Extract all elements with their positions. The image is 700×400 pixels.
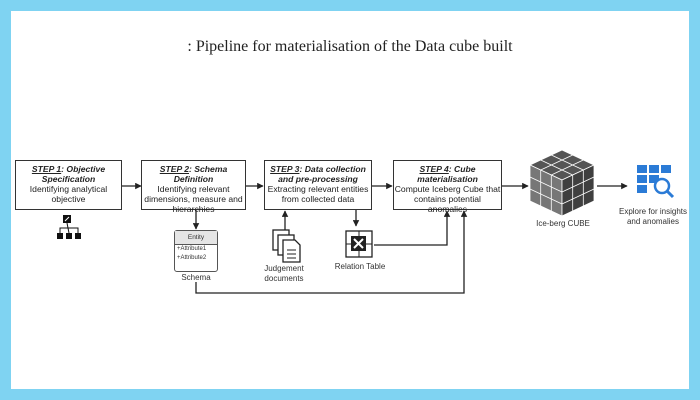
step3-number: STEP 3 xyxy=(270,164,300,174)
step1-title: : Objective Specification xyxy=(41,164,106,184)
step4-box: STEP 4: Cube materialisation Compute Ice… xyxy=(393,160,502,214)
entity-attribute-1: +Attribute1 xyxy=(177,246,207,252)
entity-diagram-icon: Entity +Attribute1 +Attribute2 xyxy=(174,230,218,272)
step2-box: STEP 2: Schema Definition Identifying re… xyxy=(141,160,246,214)
step3-desc: Extracting relevant entities from collec… xyxy=(267,184,369,204)
step2-desc: Identifying relevant dimensions, measure… xyxy=(144,184,243,214)
arrow-schema-step4 xyxy=(195,210,468,294)
entity-attribute-2: +Attribute2 xyxy=(177,255,207,261)
step1-box: STEP 1: Objective Specification Identify… xyxy=(15,160,122,210)
judgement-documents-label: Judgement documents xyxy=(264,264,304,283)
arrow-relation-step4 xyxy=(374,210,451,246)
relation-table-label: Relation Table xyxy=(334,262,386,271)
explore-label: Explore for insights and anomalies xyxy=(618,207,688,226)
step2-number: STEP 2 xyxy=(159,164,190,174)
step4-desc: Compute Iceberg Cube that contains poten… xyxy=(394,184,501,214)
step4-title: : Cube materialisation xyxy=(417,164,478,184)
step2-title: : Schema Definition xyxy=(173,164,228,184)
step3-title: : Data collection and pre-processing xyxy=(278,164,366,184)
iceberg-cube-label: Ice-berg CUBE xyxy=(536,219,590,228)
page-title: : Pipeline for materialisation of the Da… xyxy=(187,38,513,55)
step1-number: STEP 1 xyxy=(31,164,62,174)
schema-label: Schema xyxy=(181,273,211,282)
step3-box: STEP 3: Data collection and pre-processi… xyxy=(264,160,372,210)
step1-desc: Identifying analytical objective xyxy=(29,184,108,204)
entity-header: Entity xyxy=(175,231,217,245)
step4-number: STEP 4 xyxy=(419,164,449,174)
